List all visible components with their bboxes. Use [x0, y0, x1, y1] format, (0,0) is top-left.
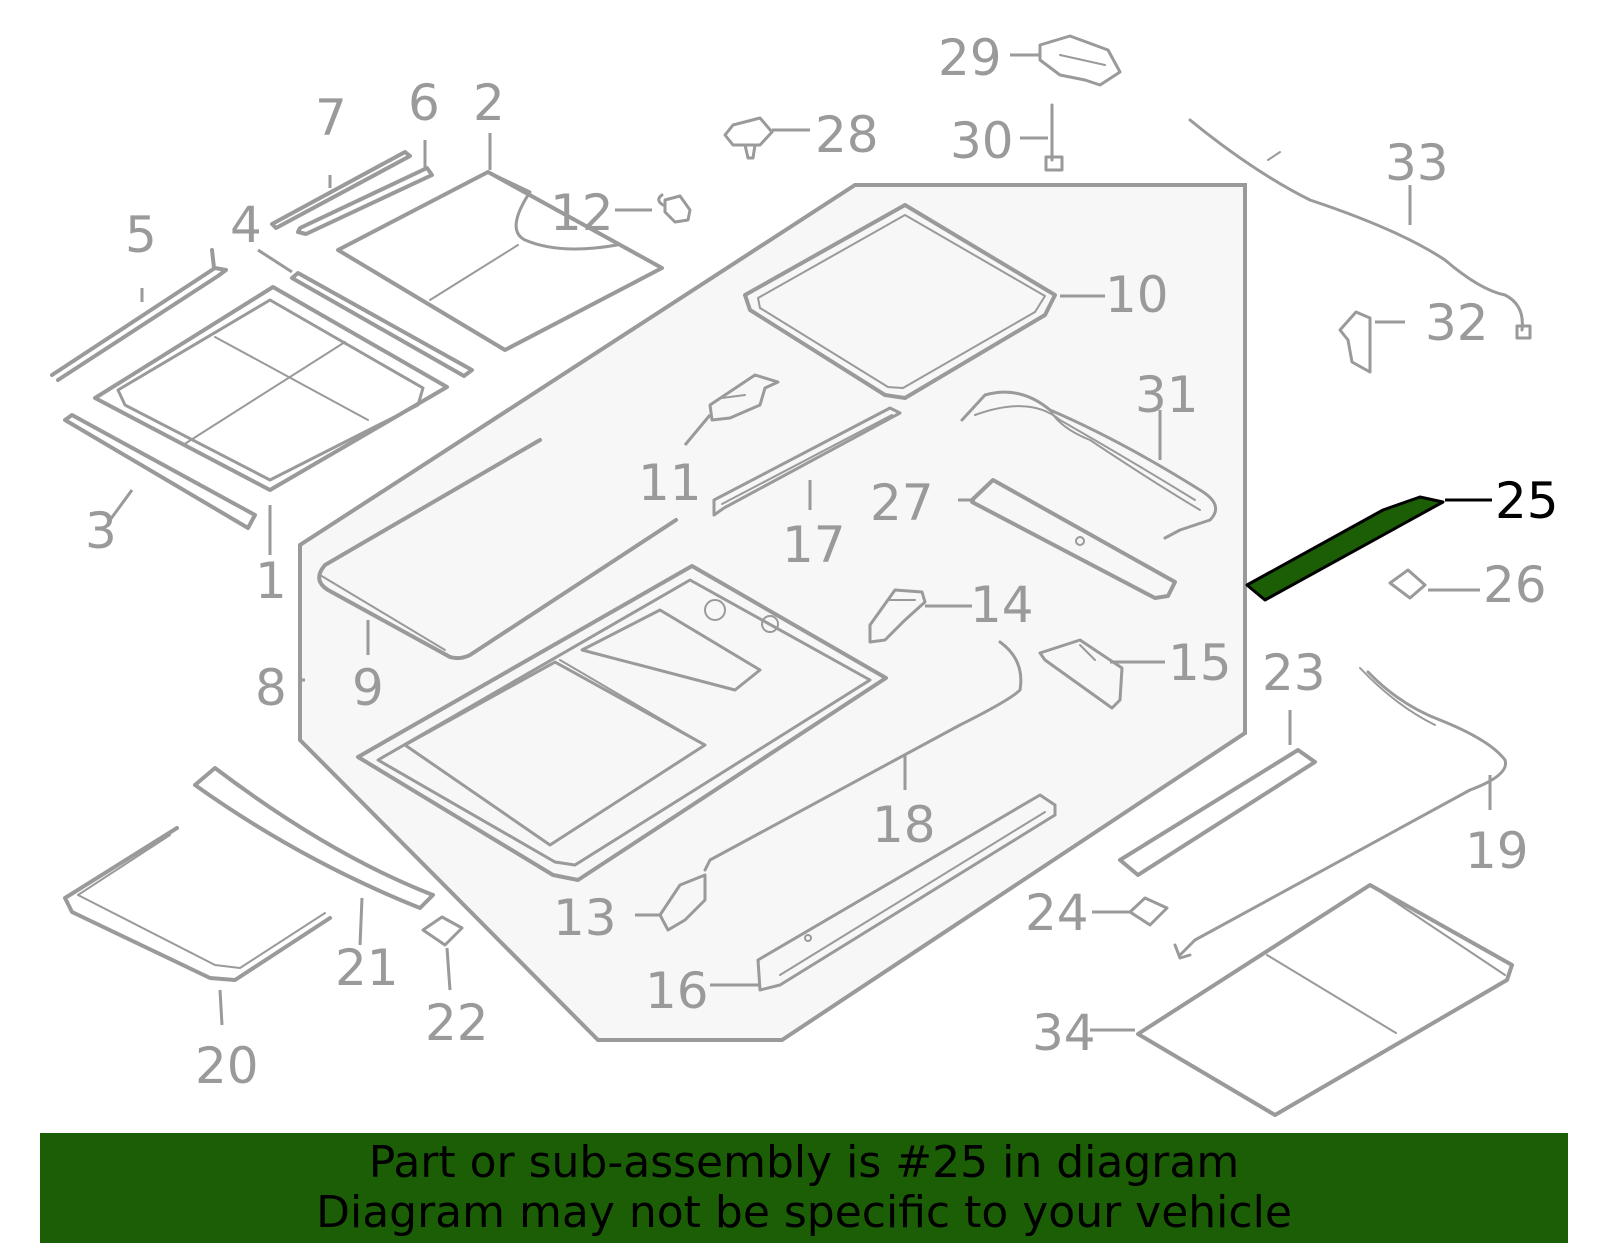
callout-7: 7 — [315, 89, 347, 147]
callout-19: 19 — [1465, 822, 1529, 880]
callout-12: 12 — [550, 184, 614, 242]
part-20-seal[interactable] — [63, 826, 332, 982]
callout-3: 3 — [85, 502, 117, 560]
part-15-bracket[interactable] — [1038, 638, 1124, 710]
callout-4: 4 — [230, 196, 262, 254]
leader-arrows — [108, 53, 1492, 1032]
part-14-motor[interactable] — [868, 588, 927, 644]
part-13-bracket[interactable] — [658, 873, 707, 932]
callout-25: 25 — [1495, 472, 1559, 530]
callout-1: 1 — [255, 552, 287, 610]
callout-32: 32 — [1425, 294, 1489, 352]
part-27-panel[interactable] — [970, 478, 1177, 600]
part-31-harness[interactable] — [960, 390, 1218, 540]
callout-24: 24 — [1025, 884, 1089, 942]
callout-8: 8 — [255, 659, 287, 717]
part-3-strip[interactable] — [63, 413, 257, 530]
callout-15: 15 — [1168, 634, 1232, 692]
callout-14: 14 — [970, 576, 1034, 634]
part-9-seal[interactable] — [317, 438, 678, 661]
part-12-clip[interactable] — [657, 193, 692, 224]
part-32-bracket[interactable] — [1338, 310, 1372, 374]
frame-assembly[interactable] — [356, 564, 888, 882]
callout-17: 17 — [782, 516, 846, 574]
part-25-highlighted[interactable] — [1245, 495, 1445, 602]
callout-30: 30 — [950, 112, 1014, 170]
part-30-bolt[interactable] — [1044, 103, 1064, 172]
part-21-deflector[interactable] — [193, 766, 435, 910]
part-17-rail[interactable] — [712, 406, 902, 517]
part-1-glass-panel[interactable] — [93, 285, 449, 492]
part-6-strip[interactable] — [296, 166, 434, 236]
callout-27: 27 — [870, 474, 934, 532]
banner-line-1: Part or sub-assembly is #25 in diagram — [368, 1137, 1240, 1188]
callout-18: 18 — [872, 796, 936, 854]
part-33-cable[interactable] — [1188, 118, 1532, 340]
callout-5: 5 — [125, 206, 157, 264]
part-28-clip[interactable] — [723, 116, 774, 160]
part-29-bracket[interactable] — [1038, 34, 1122, 87]
callout-31: 31 — [1135, 366, 1199, 424]
callout-11: 11 — [638, 454, 702, 512]
part-2-panel[interactable] — [336, 170, 664, 352]
callout-23: 23 — [1262, 644, 1326, 702]
callout-33: 33 — [1385, 134, 1449, 192]
part-11-bracket[interactable] — [708, 373, 780, 422]
info-banner: Part or sub-assembly is #25 in diagram D… — [40, 1133, 1568, 1243]
callout-2: 2 — [473, 74, 505, 132]
callout-22: 22 — [425, 994, 489, 1052]
callout-9: 9 — [352, 659, 384, 717]
part-4-strip[interactable] — [290, 271, 474, 378]
callout-28: 28 — [815, 106, 879, 164]
callout-20: 20 — [195, 1037, 259, 1095]
part-7-strip[interactable] — [270, 150, 412, 230]
part-18-cable[interactable] — [703, 640, 1023, 872]
callout-labels: 1 2 3 4 5 6 7 8 9 10 11 12 13 14 15 16 1… — [85, 29, 1559, 1095]
callout-29: 29 — [938, 29, 1002, 87]
callout-21: 21 — [335, 939, 399, 997]
part-34-shade[interactable] — [1136, 883, 1514, 1117]
part-24-clip[interactable] — [1128, 896, 1169, 927]
part-23-strip[interactable] — [1118, 748, 1317, 877]
part-5-molding[interactable] — [50, 248, 228, 382]
callout-16: 16 — [645, 962, 709, 1020]
callout-26: 26 — [1483, 556, 1547, 614]
callout-34: 34 — [1032, 1004, 1096, 1062]
part-26-clip[interactable] — [1388, 568, 1427, 600]
part-22-clip[interactable] — [421, 915, 464, 947]
part-16-rail[interactable] — [756, 793, 1057, 992]
banner-line-2: Diagram may not be specific to your vehi… — [316, 1187, 1292, 1238]
part-10-seal[interactable] — [743, 203, 1057, 400]
callout-10: 10 — [1105, 266, 1169, 324]
callout-6: 6 — [408, 74, 440, 132]
callout-13: 13 — [553, 889, 617, 947]
part-19-cable[interactable] — [1173, 667, 1508, 960]
